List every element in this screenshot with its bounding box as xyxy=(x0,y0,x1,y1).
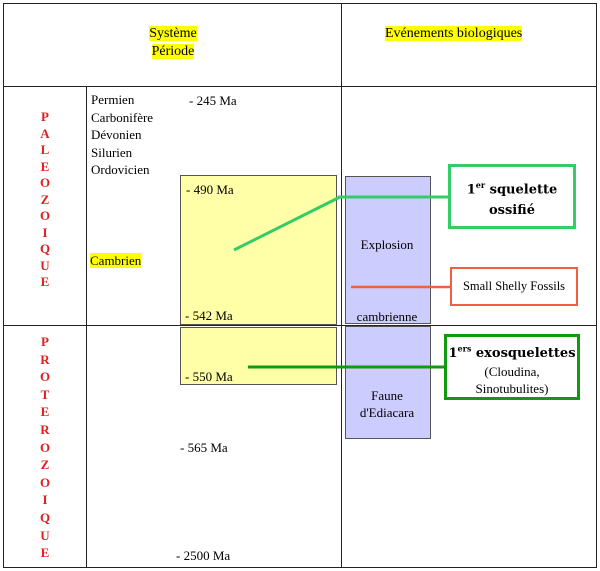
callout-small-shelly-fossils: Small Shelly Fossils xyxy=(450,267,578,306)
ediacaran-box xyxy=(180,327,337,385)
header-events: Evénements biologiques xyxy=(385,25,555,43)
event-faune: Faune d'Ediacara xyxy=(345,387,429,421)
period-item: Silurien xyxy=(91,144,133,160)
callout-exo-line2: (Cloudina, xyxy=(484,363,540,379)
era-letter: Z xyxy=(40,191,50,207)
period-cambrien: Cambrien xyxy=(90,253,142,268)
callout-squelette-line1: squelette xyxy=(489,182,558,198)
period-item: Carbonifère xyxy=(91,109,154,125)
era-letter: A xyxy=(40,125,50,141)
header-events-label: Evénements biologiques xyxy=(385,26,523,41)
event-faune-line2: d'Ediacara xyxy=(359,405,415,420)
header-divider xyxy=(3,86,597,87)
callout-exo-line1: exosquelettes xyxy=(475,346,576,362)
events-column-divider xyxy=(341,3,342,568)
event-faune-line1: Faune xyxy=(371,388,403,403)
period-item: Ordovicien xyxy=(91,162,150,177)
age-550: - 550 Ma xyxy=(185,369,233,384)
period-item: Dévonien xyxy=(91,127,142,142)
era-column-divider xyxy=(86,86,87,568)
callout-squelette-line2: ossifié xyxy=(489,203,535,219)
era-letter: O xyxy=(39,369,51,385)
table-border-bottom xyxy=(3,567,597,568)
event-cambrienne: cambrienne xyxy=(356,309,418,324)
header-systeme-periode: Système Période xyxy=(143,25,203,61)
era-letter: R xyxy=(40,351,50,367)
era-divider xyxy=(3,325,597,326)
table-border-right xyxy=(596,3,597,568)
table-border-left xyxy=(3,3,4,568)
era-letter: E xyxy=(40,545,50,561)
age-245: - 245 Ma xyxy=(189,93,237,108)
era-letter: O xyxy=(39,439,51,455)
table-border-top xyxy=(3,3,597,4)
era-letter: E xyxy=(40,274,50,289)
era-letter: E xyxy=(40,404,50,420)
explosion-box xyxy=(345,176,431,324)
era-letter: T xyxy=(40,386,50,402)
era-letter: P xyxy=(41,334,49,349)
era-letter: O xyxy=(39,474,51,490)
header-periode: Période xyxy=(151,44,195,59)
era-letter: O xyxy=(39,175,51,190)
age-2500: - 2500 Ma xyxy=(176,548,231,563)
cambrian-box xyxy=(180,175,337,325)
era-letter: Q xyxy=(39,241,51,256)
squelette-connector xyxy=(233,195,341,252)
era-letter: O xyxy=(39,208,51,223)
era-letter: E xyxy=(40,158,50,174)
age-565: - 565 Ma xyxy=(180,440,228,455)
event-explosion: Explosion xyxy=(360,237,414,252)
era-letter: L xyxy=(40,142,50,157)
era-letter: I xyxy=(42,492,48,508)
age-542: - 542 Ma xyxy=(185,308,233,323)
era-letter: U xyxy=(40,527,50,543)
era-letter: I xyxy=(42,224,48,240)
era-letter: R xyxy=(40,421,50,437)
period-item: Permien xyxy=(91,92,135,107)
age-490: - 490 Ma xyxy=(186,182,234,197)
callout-squelette: 1er squelette ossifié xyxy=(448,164,576,229)
era-letter: Q xyxy=(39,509,51,525)
callout-exo-line3: Sinotubulites) xyxy=(475,381,549,397)
faune-box xyxy=(345,326,431,439)
era-letter: P xyxy=(41,109,49,124)
header-systeme: Système xyxy=(149,26,197,41)
era-letter: U xyxy=(40,257,50,273)
callout-exosquelettes: 1ers exosquelettes (Cloudina, Sinotubuli… xyxy=(444,334,580,400)
era-letter: Z xyxy=(40,457,50,473)
